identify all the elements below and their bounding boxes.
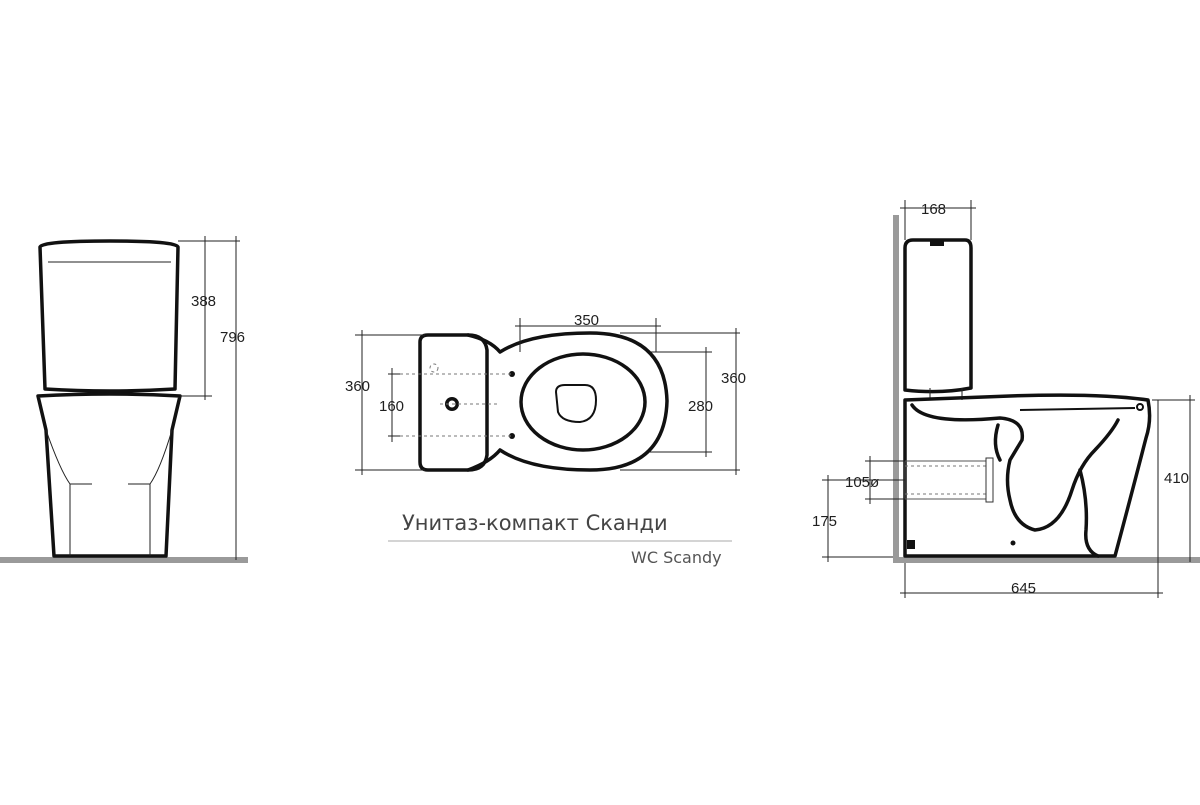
title-en: WC Scandy — [631, 548, 722, 567]
top-view: 360 160 350 280 360 — [345, 312, 746, 475]
front-tank — [38, 239, 180, 393]
title-ru: Унитаз-компакт Сканди — [402, 511, 668, 535]
dim-410: 410 — [1164, 470, 1189, 487]
side-flush-button — [930, 240, 944, 246]
side-outlet-flange — [985, 457, 994, 503]
top-bowl-outline — [466, 331, 669, 472]
top-fixing-hole-lower — [509, 433, 515, 439]
side-floor-bracket — [907, 540, 915, 549]
front-view: 388 796 — [0, 236, 248, 563]
side-rim-hole — [1136, 403, 1144, 411]
caption: Унитаз-компакт Сканди WC Scandy — [388, 511, 732, 567]
front-floor — [0, 557, 248, 563]
front-bowl-curve-right — [149, 429, 173, 556]
side-fixing-point — [1010, 540, 1016, 546]
dim-360-left: 360 — [345, 378, 370, 395]
dim-280: 280 — [688, 398, 713, 415]
top-tank — [418, 333, 489, 472]
dim-645: 645 — [1011, 580, 1036, 597]
dim-168: 168 — [921, 201, 946, 218]
side-outlet-pipe — [904, 460, 994, 500]
side-trap — [910, 403, 1120, 532]
side-bowl-body — [903, 393, 1152, 558]
side-view: 168 410 105ø 175 645 — [812, 200, 1200, 598]
side-rim — [1019, 407, 1136, 411]
side-tank — [903, 238, 973, 394]
dim-160: 160 — [379, 398, 404, 415]
dim-105: 105ø — [845, 474, 879, 491]
top-seat — [554, 384, 598, 424]
side-trap-inner — [993, 423, 1002, 462]
front-bowl-curve-left — [45, 429, 71, 556]
dim-175: 175 — [812, 513, 837, 530]
front-bowl — [36, 392, 182, 558]
top-fixing-hole-upper — [509, 371, 515, 377]
dim-350: 350 — [574, 312, 599, 329]
dim-388: 388 — [191, 293, 216, 310]
side-floor — [893, 557, 1200, 563]
dim-360-right: 360 — [721, 370, 746, 387]
side-wall — [893, 215, 899, 560]
top-fixing-hole-dashed — [429, 363, 439, 373]
dim-796: 796 — [220, 329, 245, 346]
top-bowl-opening — [519, 352, 647, 452]
side-foot — [1078, 468, 1100, 558]
